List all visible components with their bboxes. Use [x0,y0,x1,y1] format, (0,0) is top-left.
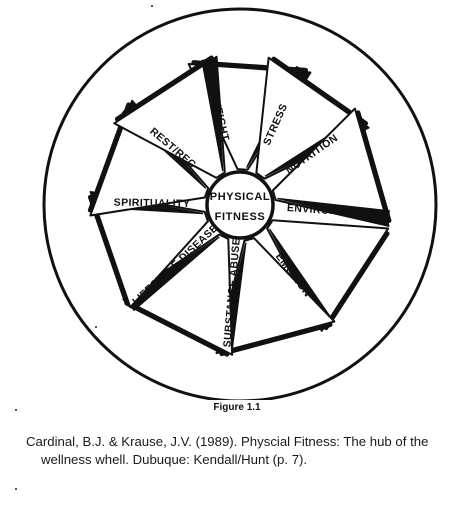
caption-line-2: wellness whell. Dubuque: Kendall/Hunt (p… [41,452,308,467]
wheel-spokes [87,55,392,357]
wellness-wheel-diagram: PHYSICAL FITNESS STRESSNUTRITIONENVIRONM… [42,7,438,400]
spoke-cap-substance-abuse [219,322,333,357]
scan-speck [15,409,17,411]
scan-speck [15,488,17,490]
hub-label-line1: PHYSICAL [210,191,270,203]
spoke-label-spirituality: SPIRITUALITY [114,197,191,210]
spoke-cap-environment [355,110,392,223]
hub-circle [205,170,275,240]
scan-speck [151,5,153,7]
spoke-shadow-weight [201,56,224,172]
spoke-shadow-lifestyle-disease [123,236,220,312]
citation-caption: Cardinal, B.J. & Krause, J.V. (1989). Ph… [26,433,466,469]
hub-label-line2: FITNESS [215,211,266,223]
caption-line-1: Cardinal, B.J. & Krause, J.V. (1989). Ph… [26,434,429,449]
spoke-shadow-environment [277,197,390,226]
spoke-label-environment: ENVIRONMENT [286,202,369,220]
spoke-cap-lifestyle-disease [124,301,230,357]
scan-speck [95,326,97,328]
figure-label: Figure 1.1 [213,402,261,413]
wheel-rim [42,7,438,400]
spoke-cap-emotion [323,231,390,331]
spoke-cap-weight [114,55,214,122]
